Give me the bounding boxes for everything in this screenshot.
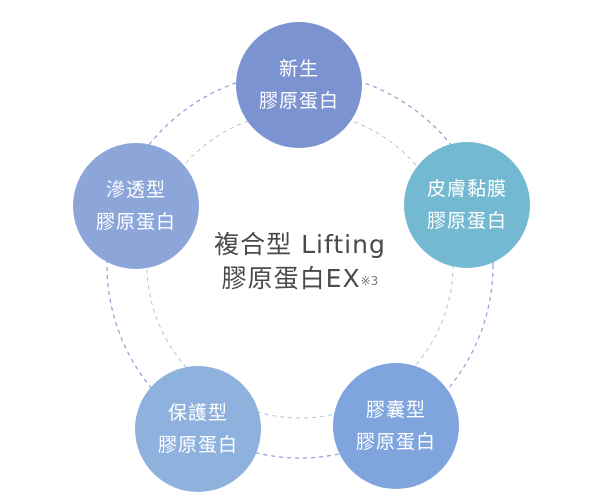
node-label-line2: 膠原蛋白 xyxy=(157,434,238,456)
node-label-line2: 膠原蛋白 xyxy=(426,210,507,232)
node-skin-mucosa-collagen: 皮膚黏膜 膠原蛋白 xyxy=(404,142,530,268)
center-title-line1: 複合型 Lifting xyxy=(214,230,386,259)
node-capsule-collagen: 膠囊型 膠原蛋白 xyxy=(333,363,459,489)
center-title-line2: 膠原蛋白EX※3 xyxy=(150,262,450,296)
node-label-line1: 新生 xyxy=(278,58,319,80)
node-label-line2: 膠原蛋白 xyxy=(95,211,176,233)
outer-dashed-ring xyxy=(106,71,494,459)
node-label-line2: 膠原蛋白 xyxy=(258,90,339,112)
node-label-line1: 皮膚黏膜 xyxy=(426,178,507,200)
node-label-line1: 滲透型 xyxy=(105,179,166,201)
node-label-line2: 膠原蛋白 xyxy=(355,431,436,453)
node-new-collagen: 新生 膠原蛋白 xyxy=(236,22,362,148)
center-title-line2-text: 膠原蛋白EX xyxy=(221,264,361,293)
center-footnote-mark: ※3 xyxy=(360,274,379,288)
node-protective-collagen: 保護型 膠原蛋白 xyxy=(135,366,261,492)
node-label-line1: 保護型 xyxy=(167,402,228,424)
node-label-line1: 膠囊型 xyxy=(365,399,426,421)
center-title: 複合型 Lifting 膠原蛋白EX※3 xyxy=(150,228,450,296)
node-penetrating-collagen: 滲透型 膠原蛋白 xyxy=(73,143,199,269)
